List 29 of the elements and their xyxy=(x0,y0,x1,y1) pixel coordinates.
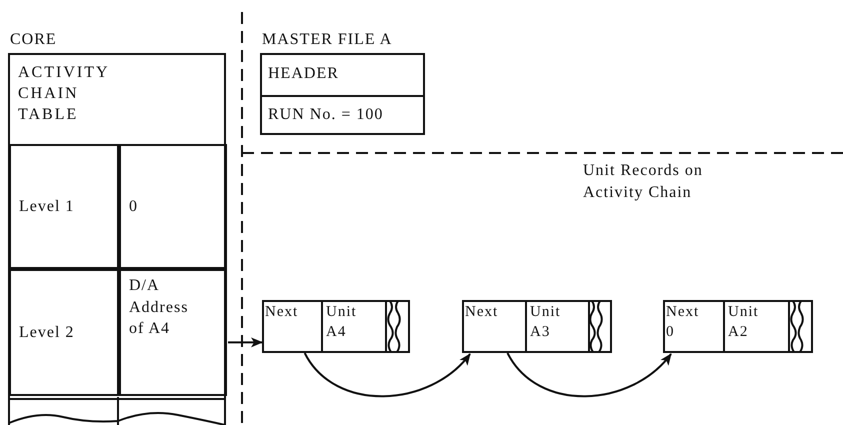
arrow xyxy=(506,352,672,398)
cell-text: Level 2 xyxy=(19,322,74,343)
record-box xyxy=(262,300,410,353)
table-cell xyxy=(9,269,119,396)
cell-text: RUN No. = 100 xyxy=(268,105,384,126)
cell-text: HEADER xyxy=(268,64,339,84)
cell-text: Level 1 xyxy=(19,196,74,217)
table-cell xyxy=(119,269,227,396)
record-field xyxy=(725,300,790,353)
cell-text: D/A Address of A4 xyxy=(129,276,188,340)
arrow xyxy=(304,352,471,398)
cell-text: Next xyxy=(265,303,298,322)
cell-text: Unit A3 xyxy=(530,303,561,342)
section-heading: CORE xyxy=(10,30,57,50)
table-cell xyxy=(119,144,227,269)
record-box xyxy=(462,300,612,353)
cell-text: Unit A2 xyxy=(728,303,759,342)
cell-text: 0 xyxy=(129,196,138,217)
arrow xyxy=(228,337,263,348)
note-text: Unit Records on Activity Chain xyxy=(583,161,704,203)
cell-text: Next xyxy=(465,303,498,322)
cell-text: Unit A4 xyxy=(326,303,357,342)
section-heading: MASTER FILE A xyxy=(262,30,392,50)
record-box xyxy=(663,300,813,353)
cell-text: Next 0 xyxy=(666,303,700,342)
record-field xyxy=(527,300,590,353)
record-field xyxy=(323,300,387,353)
table-cell xyxy=(9,144,119,269)
table-title: ACTIVITY CHAIN TABLE xyxy=(18,63,109,125)
